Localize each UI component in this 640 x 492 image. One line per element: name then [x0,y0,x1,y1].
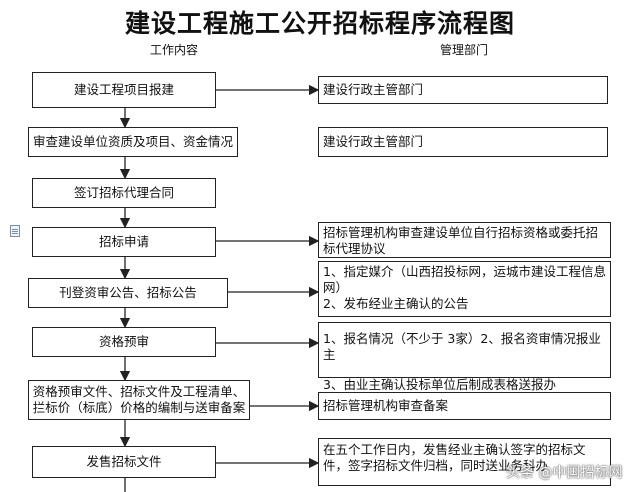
dept-box-4: 招标管理机构审查建设单位自行招标资格或委托招标代理协议 [318,222,611,258]
dept-box-2: 建设行政主管部门 [318,127,608,157]
column-header-work: 工作内容 [150,43,199,57]
step-label: 招标申请 [98,234,149,249]
step-box-tender-application: 招标申请 [32,227,216,257]
step-box-document-preparation: 资格预审文件、招标文件及工程清单、拦标价（标底）价格的编制与送审备案 [28,380,250,420]
step-box-sell-documents: 发售招标文件 [32,446,216,478]
dept-box-1: 建设行政主管部门 [318,76,608,104]
step-box-agency-contract: 签订招标代理合同 [32,178,216,208]
dept-label: 建设行政主管部门 [323,82,424,97]
step-box-prequalification: 资格预审 [32,327,216,357]
dept-box-5: 1、指定媒介（山西招投标网，运城市建设工程信息网） 2、发布经业主确认的公告 [318,261,611,317]
dept-label: 在五个工作日内，发售经业主确认签字的招标文件，签字招标文件归档，同时送业务科办 [323,442,586,473]
dept-line: 1、指定媒介（山西招投标网，运城市建设工程信息网） [323,264,606,295]
dept-box-7: 招标管理机构审查备案 [318,392,611,420]
dept-box-6: 1、报名情况（不少于 3家）2、报名资审情况报业主 3、由业主确认投标单位后制成… [318,322,611,392]
step-box-project-report: 建设工程项目报建 [32,72,216,108]
dept-line: 1、报名情况（不少于 3家）2、报名资审情况报业主 [323,331,601,362]
step-label: 签订招标代理合同 [73,185,174,200]
dept-line: 3、由业主确认投标单位后制成表格送报办 [323,377,556,392]
dept-label: 建设行政主管部门 [323,134,424,149]
page-title: 建设工程施工公开招标程序流程图 [124,9,515,38]
step-label: 刊登资审公告、招标公告 [59,285,197,300]
watermark: 头条 @中国招标网 [506,465,623,481]
step-label: 发售招标文件 [86,454,162,469]
document-icon [10,225,20,237]
dept-box-8: 在五个工作日内，发售经业主确认签字的招标文件，签字招标文件归档，同时送业务科办 [318,438,611,486]
column-header-department: 管理部门 [440,43,489,57]
step-box-publish-announcement: 刊登资审公告、招标公告 [28,278,228,308]
step-label: 资格预审 [98,334,149,349]
dept-line: 2、发布经业主确认的公告 [323,296,469,311]
step-box-qualification-review: 审查建设单位资质及项目、资金情况 [28,127,238,157]
step-label: 资格预审文件、招标文件及工程清单、拦标价（标底）价格的编制与送审备案 [32,384,246,415]
step-label: 建设工程项目报建 [73,82,174,97]
step-label: 审查建设单位资质及项目、资金情况 [32,134,233,149]
dept-label: 招标管理机构审查备案 [323,398,449,413]
dept-label: 招标管理机构审查建设单位自行招标资格或委托招标代理协议 [323,225,599,256]
